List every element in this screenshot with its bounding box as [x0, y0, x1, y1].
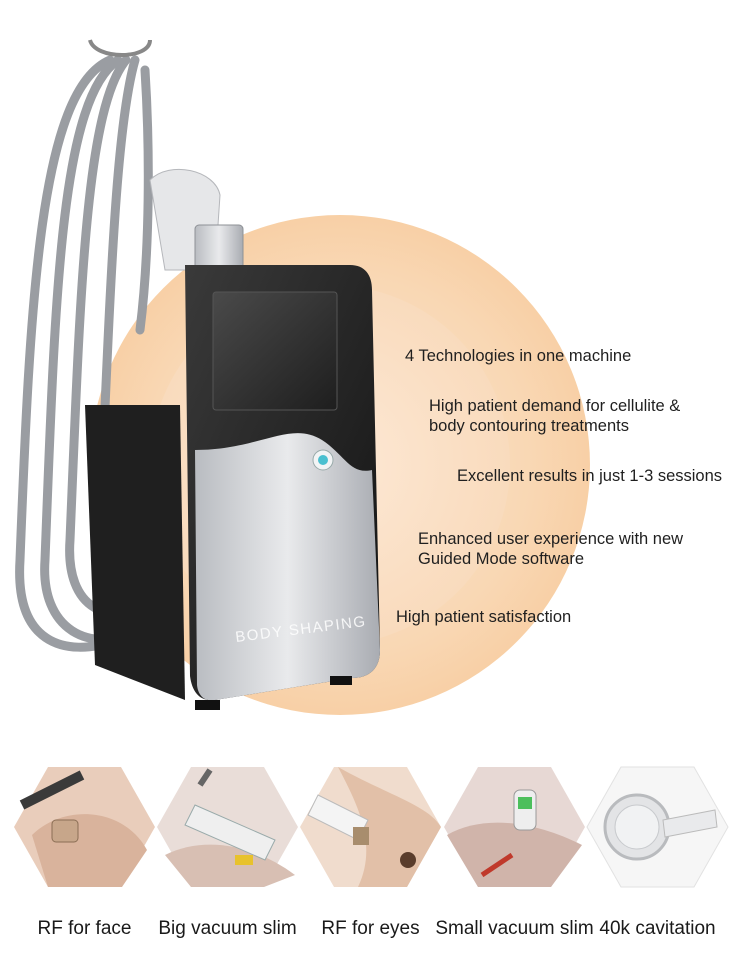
- rf-eyes-photo: [300, 767, 441, 887]
- product-hero: BODY SHAPING 4 Technologies in one machi…: [15, 39, 723, 715]
- machine-screen: [212, 291, 338, 411]
- machine-back-panel: [85, 405, 185, 700]
- cavitation-handle-photo: [586, 766, 729, 888]
- top-handpiece: [194, 224, 244, 271]
- treatment-label: RF for face: [37, 918, 132, 939]
- feature-text: Excellent results in just 1-3 sessions: [457, 467, 723, 485]
- rf-face-photo: [14, 767, 155, 887]
- feature-text: 4 Technologies in one machine: [405, 347, 632, 365]
- feature-text: High patient demand for cellulite & body…: [429, 397, 681, 435]
- hanger-hook: [88, 39, 152, 57]
- treatment-list: RF for face Big vacuum slim RF for eyes: [0, 760, 749, 960]
- treatment-label: RF for eyes: [321, 918, 420, 939]
- treatment-label: Small vacuum slim: [435, 918, 594, 939]
- feature-text: Enhanced user experience with new Guided…: [418, 530, 684, 568]
- treatment-label: 40k cavitation: [599, 918, 716, 939]
- machine-foot: [195, 700, 220, 710]
- machine-silver-panel: [195, 433, 380, 701]
- machine-foot: [330, 676, 352, 685]
- body-shaping-machine-illustration: BODY SHAPING: [15, 39, 380, 710]
- small-vacuum-photo: [444, 767, 585, 887]
- power-indicator-icon: [318, 455, 328, 465]
- big-vacuum-photo: [157, 767, 298, 887]
- treatment-label: Big vacuum slim: [158, 918, 297, 939]
- feature-text: High patient satisfaction: [396, 608, 572, 626]
